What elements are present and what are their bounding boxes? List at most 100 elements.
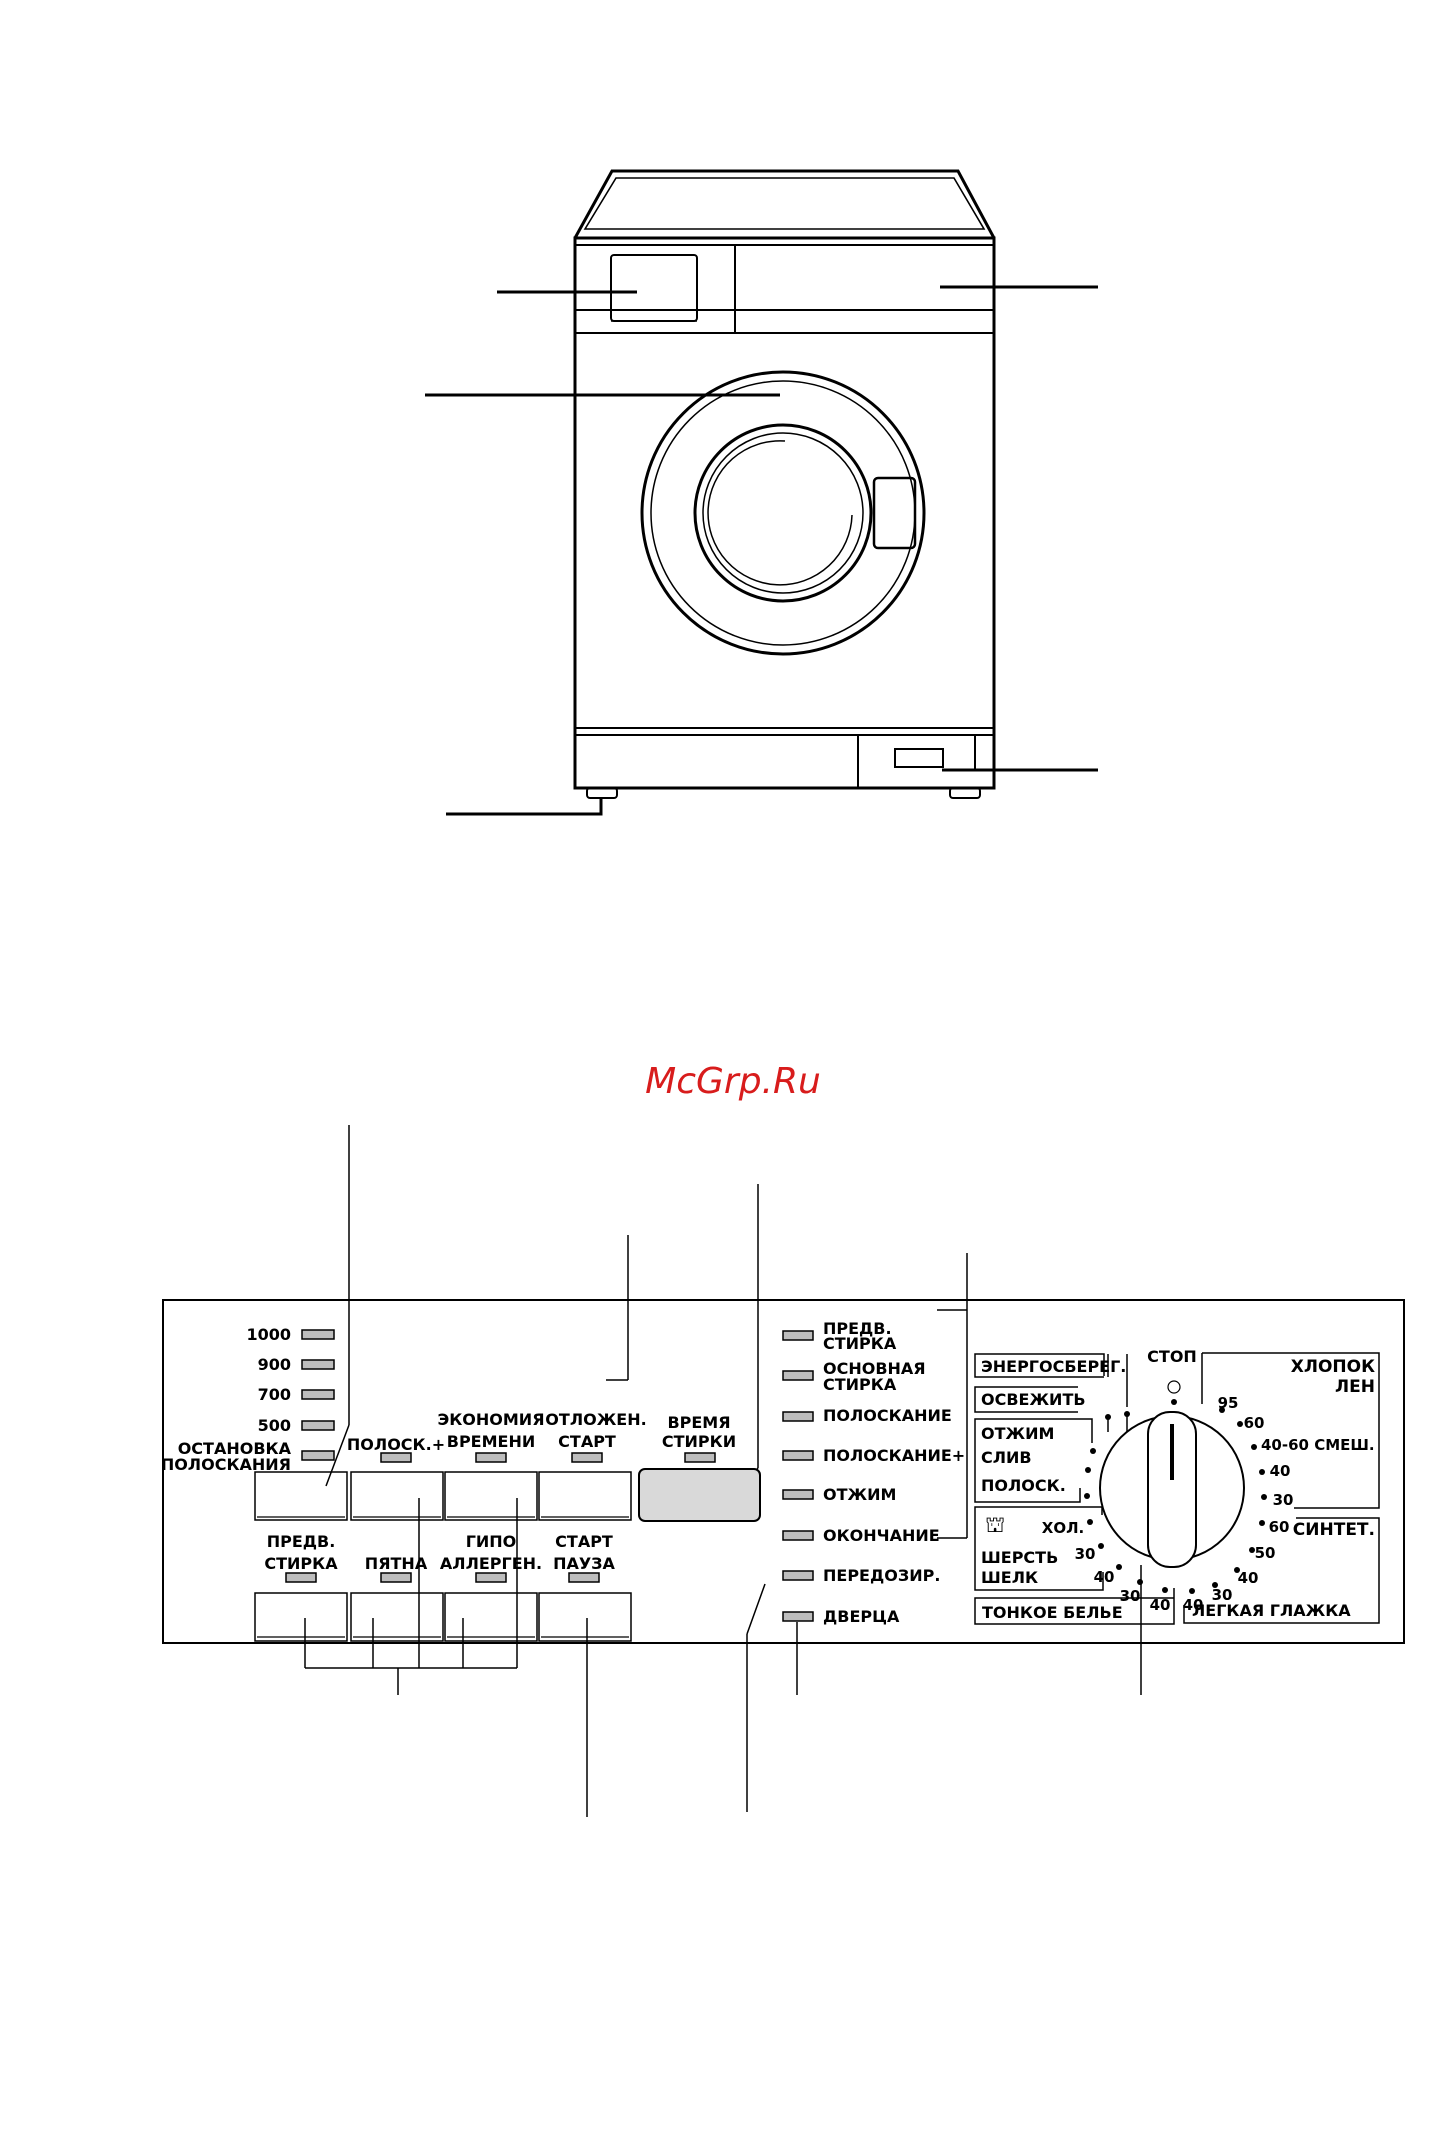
- easy-iron-label: ЛЕГКАЯ ГЛАЖКА: [1192, 1601, 1351, 1620]
- wash-time-display-group: ВРЕМЯ СТИРКИ: [638, 1413, 761, 1522]
- machine-top: [573, 169, 996, 239]
- delay-start-button[interactable]: [538, 1471, 632, 1521]
- delay-start-led: [571, 1452, 603, 1463]
- start-pause-button[interactable]: [538, 1592, 632, 1642]
- panel-leader-lines: [325, 1125, 968, 1539]
- spin-speed-selector: 1000 900 700 500 ОСТАНОВКА ПОЛОСКАНИЯ: [161, 1325, 335, 1474]
- phase-label: ОКОНЧАНИЕ: [823, 1526, 940, 1545]
- dial-grip[interactable]: [1147, 1411, 1197, 1568]
- spin-drain-rinse-box: [974, 1418, 1093, 1503]
- speed-led: [301, 1359, 335, 1370]
- wool-temp: 30: [1075, 1545, 1096, 1563]
- delicate-box: [974, 1588, 1175, 1625]
- time-saver-label: ЭКОНОМИЯ: [437, 1410, 544, 1429]
- top-button-row: ПОЛОСК.+ ЭКОНОМИЯ ВРЕМЕНИ ОТЛОЖЕН. СТАРТ: [254, 1410, 647, 1521]
- cotton-temp: 95: [1218, 1394, 1239, 1412]
- door-handle: [872, 476, 917, 550]
- cotton-box: [1202, 1352, 1380, 1509]
- phase-label: СТИРКА: [823, 1334, 897, 1353]
- rinse-hold-label: ПОЛОСКАНИЯ: [161, 1455, 291, 1474]
- phase-label: ОСНОВНАЯ: [823, 1359, 926, 1378]
- hypoallergenic-label: АЛЛЕРГЕН.: [440, 1554, 542, 1573]
- rinse-plus-button[interactable]: [350, 1471, 444, 1521]
- hypoallergenic-button[interactable]: [444, 1592, 538, 1642]
- prewash-label: ПРЕДВ.: [267, 1532, 336, 1551]
- machine-top-panel: [583, 177, 986, 230]
- phase-led: [782, 1450, 814, 1461]
- stain-button[interactable]: [350, 1592, 444, 1642]
- start-pause-led: [568, 1572, 600, 1583]
- rinse-plus-led: [380, 1452, 412, 1463]
- phase-label: ПРЕДВ.: [823, 1319, 892, 1338]
- panel-leader-lines-bottom: [304, 1498, 1142, 1817]
- easy-iron-temp: 40: [1183, 1596, 1204, 1614]
- rinse-plus-label: ПОЛОСК.+: [347, 1435, 445, 1454]
- energy-label: ЭНЕРГОСБЕРЕГ.: [981, 1357, 1126, 1376]
- stain-label: ПЯТНА: [365, 1554, 428, 1573]
- wool-temp: 40: [1094, 1568, 1115, 1586]
- phase-label: ПОЛОСКАНИЕ+: [823, 1446, 965, 1465]
- rinse-hold-label: ОСТАНОВКА: [178, 1439, 292, 1458]
- speed-led: [301, 1420, 335, 1431]
- spin-speed-button[interactable]: [254, 1471, 348, 1521]
- spin-label: ОТЖИМ: [981, 1424, 1054, 1443]
- synth-temp: 50: [1255, 1544, 1276, 1562]
- phase-led: [782, 1570, 814, 1581]
- refresh-box: [974, 1386, 1078, 1413]
- delicate-temp: 30: [1120, 1587, 1141, 1605]
- start-pause-label: СТАРТ: [555, 1532, 613, 1551]
- synthetics-label: СИНТЕТ.: [1293, 1520, 1375, 1540]
- energy-box: [974, 1353, 1105, 1378]
- prewash-button[interactable]: [254, 1592, 348, 1642]
- speed-label: 1000: [246, 1325, 291, 1344]
- synthetics-box: [1183, 1517, 1380, 1624]
- door-outer-ring: [640, 370, 926, 656]
- cotton-label: ЛЕН: [1335, 1377, 1375, 1397]
- machine-leader-lines: [425, 285, 1098, 816]
- phase-led: [782, 1611, 814, 1622]
- wash-time-display: [638, 1468, 761, 1522]
- dial-position-dots: [1084, 1407, 1267, 1594]
- synth-temp: 30: [1212, 1586, 1233, 1604]
- drain-label: СЛИВ: [981, 1448, 1032, 1467]
- wool-temp: ХОЛ.: [1042, 1519, 1084, 1537]
- speed-led: [301, 1389, 335, 1400]
- phase-led: [782, 1330, 814, 1341]
- rinse-dial-label: ПОЛОСК.: [981, 1476, 1066, 1495]
- watermark: McGrp.Ru: [645, 1061, 821, 1102]
- synth-temp: 60: [1269, 1518, 1290, 1536]
- speed-led: [301, 1329, 335, 1340]
- hand-wash-icon: ⛫: [985, 1513, 1005, 1538]
- time-saver-led: [475, 1452, 507, 1463]
- cotton-temp: 40: [1270, 1462, 1291, 1480]
- time-saver-button[interactable]: [444, 1471, 538, 1521]
- bottom-button-row: ПРЕДВ. СТИРКА ПЯТНА ГИПО АЛЛЕРГЕН. СТАРТ…: [254, 1532, 632, 1642]
- phase-indicators: ПРЕДВ. СТИРКА ОСНОВНАЯ СТИРКА ПОЛОСКАНИЕ…: [782, 1319, 965, 1626]
- prewash-label: СТИРКА: [264, 1554, 338, 1573]
- phase-label: СТИРКА: [823, 1375, 897, 1394]
- hypoallergenic-label: ГИПО: [466, 1532, 517, 1551]
- phase-led: [782, 1411, 814, 1422]
- detergent-drawer: [610, 254, 698, 322]
- phase-led: [782, 1489, 814, 1500]
- washing-machine-illustration: [425, 169, 1098, 816]
- delay-start-label: ОТЛОЖЕН.: [545, 1410, 646, 1429]
- speed-label: 900: [258, 1355, 291, 1374]
- delicate-label: ТОНКОЕ БЕЛЬЕ: [982, 1603, 1123, 1622]
- wash-time-label: ВРЕМЯ: [667, 1413, 730, 1432]
- wash-time-label: СТИРКИ: [662, 1432, 736, 1451]
- rinse-hold-led: [301, 1450, 335, 1461]
- speed-label: 500: [258, 1416, 291, 1435]
- machine-body: [573, 236, 996, 790]
- program-dial-area: ЭНЕРГОСБЕРЕГ. ОСВЕЖИТЬ ОТЖИМ СЛИВ ПОЛОСК…: [974, 1347, 1380, 1625]
- stain-led: [380, 1572, 412, 1583]
- stop-label: СТОП: [1147, 1347, 1197, 1366]
- filter-flap: [894, 748, 944, 768]
- cotton-temp: 30: [1273, 1491, 1294, 1509]
- phase-label: ПОЛОСКАНИЕ: [823, 1406, 952, 1425]
- prewash-led: [285, 1572, 317, 1583]
- phase-label: ПЕРЕДОЗИР.: [823, 1566, 940, 1585]
- cotton-temp: 60: [1244, 1414, 1265, 1432]
- delay-start-label: СТАРТ: [558, 1432, 616, 1451]
